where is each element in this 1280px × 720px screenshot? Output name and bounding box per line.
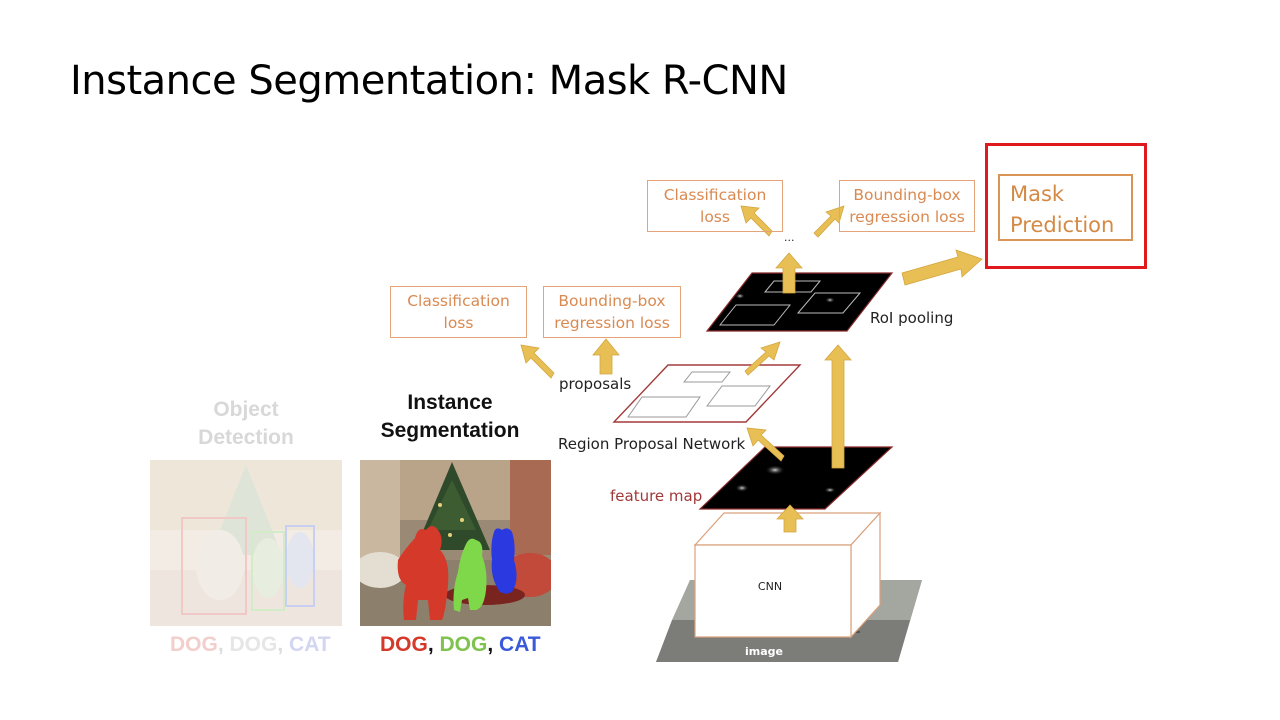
- ellipsis: ...: [784, 231, 795, 244]
- caption-separator: ,: [487, 633, 500, 656]
- instance-segmentation-title: Instance Segmentation: [355, 389, 545, 445]
- mid-classification-loss-line1: Classification: [407, 292, 510, 310]
- mask-prediction-line1: Mask: [1010, 182, 1065, 206]
- arrow-roi-up: [775, 252, 803, 294]
- object-detection-title-line2: Detection: [198, 426, 294, 449]
- caption-cat: CAT: [289, 633, 331, 656]
- top-classification-loss-box: Classification loss: [647, 180, 783, 232]
- object-detection-image: [150, 460, 342, 626]
- instance-segmentation-title-line1: Instance: [407, 391, 493, 414]
- caption-separator: ,: [277, 633, 290, 656]
- mid-bbox-loss-line1: Bounding-box: [558, 292, 666, 310]
- mid-bbox-loss-box: Bounding-box regression loss: [543, 286, 681, 338]
- roi-pooling-plane: [705, 272, 894, 332]
- caption-separator: ,: [427, 633, 440, 656]
- mid-classification-loss-line2: loss: [443, 314, 474, 332]
- arrow-feature-to-rpn: [746, 427, 785, 462]
- proposals-label: proposals: [559, 375, 632, 393]
- caption-dog-2: DOG: [439, 633, 488, 656]
- top-bbox-loss-line2: regression loss: [849, 208, 965, 226]
- proposal-plane: [612, 364, 802, 423]
- instance-segmentation-image: [360, 460, 551, 626]
- arrow-top-bbox: [813, 205, 845, 238]
- arrow-feature-to-roi: [824, 344, 852, 469]
- object-detection-title: Object Detection: [150, 396, 342, 452]
- caption-dog-2: DOG: [229, 633, 278, 656]
- cnn-label: CNN: [757, 580, 783, 593]
- instance-segmentation-title-line2: Segmentation: [380, 419, 520, 442]
- arrow-mid-classification: [520, 344, 555, 379]
- mask-prediction-line2: Prediction: [1010, 213, 1115, 237]
- arrow-proposal-to-roi: [744, 341, 781, 376]
- mask-prediction-box: Mask Prediction: [998, 174, 1133, 241]
- feature-map-label: feature map: [610, 487, 703, 505]
- arrow-mid-bbox: [592, 338, 620, 375]
- image-label: image: [745, 645, 783, 658]
- object-detection-caption: DOG, DOG, CAT: [170, 633, 331, 657]
- top-bbox-loss-box: Bounding-box regression loss: [839, 180, 975, 232]
- roi-pooling-label: RoI pooling: [870, 309, 954, 327]
- instance-segmentation-caption: DOG, DOG, CAT: [380, 633, 541, 657]
- mid-bbox-loss-line2: regression loss: [554, 314, 670, 332]
- feature-map-plane: [698, 446, 894, 510]
- rpn-label: Region Proposal Network: [558, 435, 746, 453]
- arrow-top-classification: [740, 205, 773, 237]
- top-classification-loss-line1: Classification: [663, 186, 767, 204]
- caption-separator: ,: [217, 633, 230, 656]
- slide-title: Instance Segmentation: Mask R-CNN: [70, 58, 788, 104]
- mid-classification-loss-box: Classification loss: [390, 286, 527, 338]
- arrow-cnn-to-feature: [776, 504, 804, 533]
- caption-cat: CAT: [499, 633, 541, 656]
- caption-dog-1: DOG: [380, 633, 428, 656]
- arrow-to-mask: [901, 249, 983, 286]
- top-classification-loss-line2: loss: [700, 208, 730, 226]
- mask-highlight-frame: [985, 143, 1147, 269]
- object-detection-title-line1: Object: [213, 398, 279, 421]
- caption-dog-1: DOG: [170, 633, 218, 656]
- top-bbox-loss-line1: Bounding-box: [853, 186, 961, 204]
